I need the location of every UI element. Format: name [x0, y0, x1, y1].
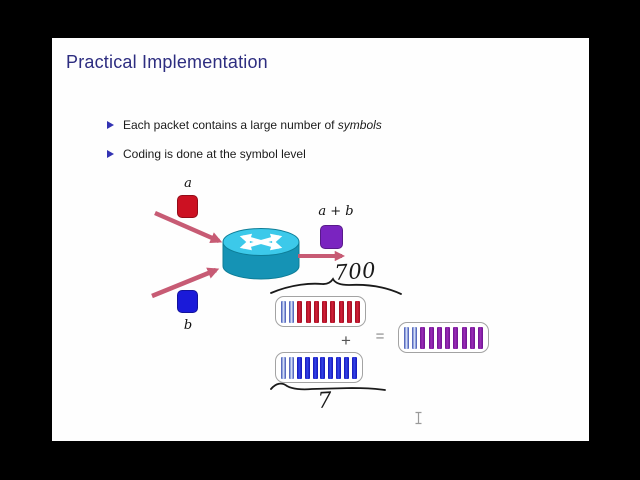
packet-sum-box — [320, 225, 343, 249]
symbol-stripe — [346, 300, 352, 323]
symbol-stripe — [281, 356, 286, 379]
symbol-stripe — [477, 326, 483, 349]
packet-b-symbols — [275, 352, 363, 383]
symbol-stripe — [412, 326, 418, 349]
symbol-stripe — [322, 300, 328, 323]
bullet-text: Coding is done at the symbol level — [123, 147, 306, 161]
symbol-stripe — [330, 300, 336, 323]
slide-title: Practical Implementation — [66, 52, 268, 72]
symbol-stripe — [354, 300, 360, 323]
packet-a-symbols — [275, 296, 366, 327]
symbol-stripe — [461, 326, 467, 349]
symbol-stripe — [304, 356, 310, 379]
text-cursor-icon — [415, 411, 422, 425]
symbol-stripe — [344, 356, 349, 379]
symbol-stripe — [338, 300, 344, 323]
bullet-text: Each packet contains a large number of s… — [123, 118, 382, 132]
symbol-stripe — [420, 326, 426, 349]
bullet-triangle-icon — [107, 121, 114, 129]
symbol-stripe — [281, 300, 286, 323]
packet-a-box — [177, 195, 198, 218]
presentation-slide: Practical Implementation Each packet con… — [52, 38, 589, 441]
packet-length-annotation: 700 — [334, 258, 377, 285]
symbol-stripe — [404, 326, 409, 349]
symbol-stripe — [351, 356, 357, 379]
router-icon — [220, 227, 302, 281]
bullet-item-coding: Coding is done at the symbol level — [107, 147, 382, 161]
symbol-stripe — [320, 356, 326, 379]
bullet-list: Each packet contains a large number of s… — [107, 118, 382, 176]
plus-operator: + — [341, 331, 351, 350]
symbol-stripe — [313, 300, 319, 323]
packet-sum-symbols — [398, 322, 489, 353]
symbol-length-annotation: 7 — [317, 388, 332, 414]
symbol-stripe — [469, 326, 475, 349]
overbrace-annotation — [270, 277, 402, 295]
symbol-stripe — [297, 300, 303, 323]
label-packet-a: a — [184, 176, 192, 191]
symbol-stripe — [445, 326, 451, 349]
symbol-stripe — [436, 326, 442, 349]
symbol-stripe — [428, 326, 434, 349]
equals-operator: = — [375, 328, 385, 345]
symbol-stripe — [288, 356, 294, 379]
packet-b-box — [177, 290, 198, 313]
symbol-stripe — [296, 356, 302, 379]
bullet-item-symbols: Each packet contains a large number of s… — [107, 118, 382, 132]
symbol-stripe — [453, 326, 459, 349]
symbol-stripe — [289, 300, 295, 323]
label-packet-b: b — [183, 318, 193, 333]
label-packet-sum: a + b — [318, 204, 354, 219]
symbol-stripe — [336, 356, 342, 379]
symbol-stripe — [305, 300, 311, 323]
bullet-triangle-icon — [107, 150, 114, 158]
bullet-emphasis: symbols — [337, 118, 382, 132]
symbol-stripe — [328, 356, 334, 379]
underline-annotation — [270, 382, 386, 391]
symbol-stripe — [312, 356, 318, 379]
